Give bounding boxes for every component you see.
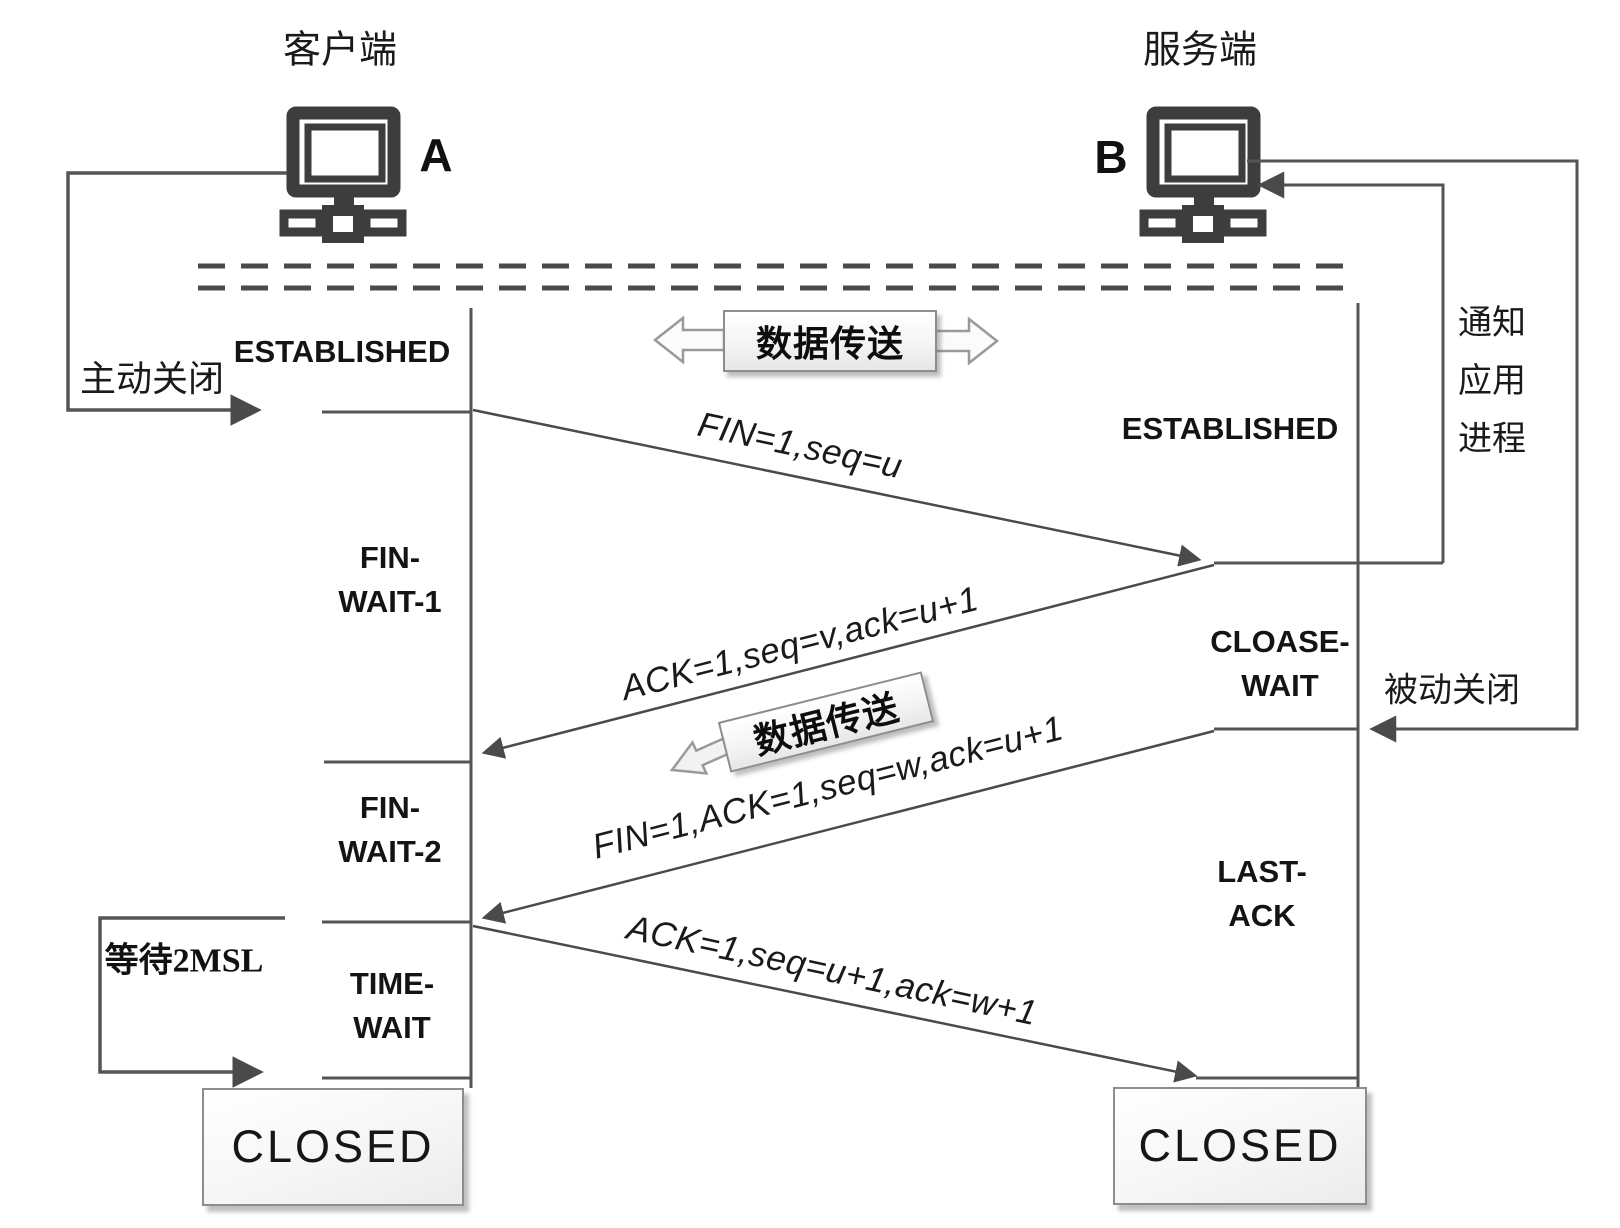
close-wait-line2: WAIT bbox=[1241, 668, 1319, 703]
client-state-fin-wait-2: FIN- WAIT-2 bbox=[338, 786, 441, 874]
passive-close-path bbox=[1247, 159, 1579, 743]
client-state-time-wait: TIME- WAIT bbox=[350, 962, 434, 1050]
server-state-last-ack: LAST- ACK bbox=[1217, 850, 1307, 938]
server-node-label: B bbox=[1094, 131, 1128, 183]
server-state-established: ESTABLISHED bbox=[1121, 411, 1339, 446]
client-closed-box: CLOSED bbox=[202, 1088, 464, 1206]
fin-wait-2-line2: WAIT-2 bbox=[338, 834, 442, 869]
fin-wait-1-line1: FIN- bbox=[359, 540, 421, 575]
last-ack-line1: LAST- bbox=[1217, 854, 1307, 889]
client-state-fin-wait-1: FIN- WAIT-1 bbox=[338, 536, 441, 624]
time-wait-line1: TIME- bbox=[349, 966, 435, 1001]
fin-wait-1-line2: WAIT-1 bbox=[338, 584, 442, 619]
data-transfer-right-arrow-icon bbox=[930, 316, 1000, 366]
data-transfer-badge-top: 数据传送 bbox=[723, 310, 937, 372]
close-wait-line1: CLOASE- bbox=[1210, 624, 1350, 659]
server-closed-box: CLOSED bbox=[1113, 1087, 1367, 1205]
fin-ack-message-line bbox=[481, 729, 1215, 924]
active-close-path bbox=[66, 171, 287, 426]
client-computer-icon bbox=[279, 106, 407, 243]
client-node-label: A bbox=[419, 129, 453, 181]
wait-2msl-bracket bbox=[98, 916, 285, 1088]
last-ack-line2: ACK bbox=[1228, 898, 1296, 933]
notify-application-path bbox=[1257, 171, 1445, 563]
client-state-established: ESTABLISHED bbox=[233, 334, 451, 369]
notify-line-2: 应用 bbox=[1458, 363, 1526, 400]
fin-wait-2-line1: FIN- bbox=[359, 790, 421, 825]
active-close-label: 主动关闭 bbox=[79, 359, 225, 399]
server-state-close-wait: CLOASE- WAIT bbox=[1210, 620, 1350, 708]
fin-message-line bbox=[472, 408, 1202, 567]
notify-line-1: 通知 bbox=[1458, 305, 1526, 342]
passive-close-label: 被动关闭 bbox=[1384, 672, 1520, 710]
server-title: 服务端 bbox=[1142, 29, 1258, 72]
notify-application-label: 通知 应用 进程 bbox=[1458, 295, 1526, 469]
ack-message-line bbox=[481, 563, 1215, 759]
wait-2msl-label: 等待2MSL bbox=[104, 942, 264, 980]
last-ack-message-line bbox=[472, 924, 1198, 1083]
data-transfer-left-arrow-icon bbox=[652, 315, 726, 365]
server-computer-icon bbox=[1139, 106, 1267, 243]
client-title: 客户端 bbox=[282, 29, 398, 72]
notify-line-3: 进程 bbox=[1458, 421, 1526, 458]
time-wait-line2: WAIT bbox=[353, 1010, 431, 1045]
